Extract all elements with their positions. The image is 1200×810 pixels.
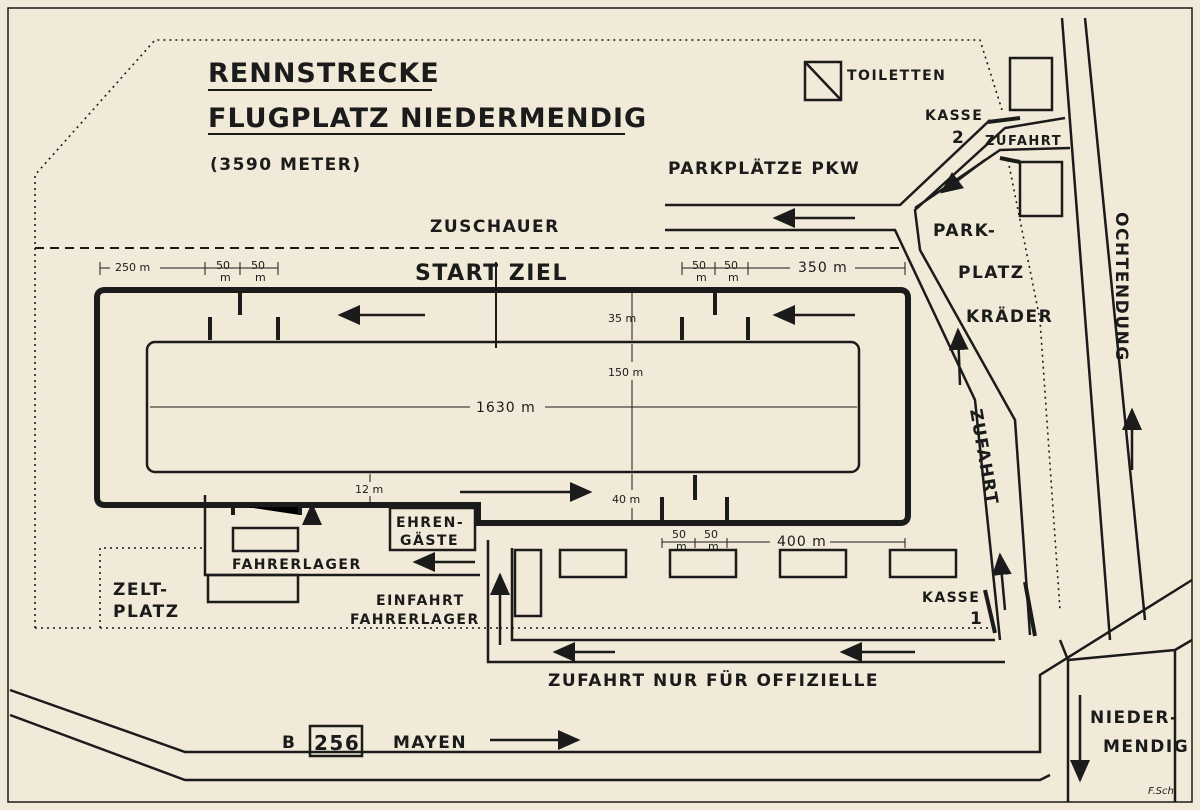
- dim-40: 40 m: [612, 493, 640, 506]
- label-park: PARK-: [933, 221, 996, 241]
- b256-sign: [308, 724, 364, 758]
- map-title-line2: FLUGPLATZ NIEDERMENDIG: [208, 103, 647, 134]
- label-kasse-1-number: 1: [970, 609, 983, 629]
- label-parkplaetze-pkw: PARKPLÄTZE PKW: [668, 157, 860, 179]
- label-zelt-platz: PLATZ: [113, 602, 180, 622]
- zufahrt-road-outer: [665, 119, 1002, 641]
- label-nieder: NIEDER-: [1090, 708, 1179, 728]
- label-zufahrt-vertical: ZUFAHRT: [965, 407, 1002, 507]
- dim-50a-unit: m: [220, 271, 231, 284]
- zufahrt-road-kasse2: [914, 146, 1071, 210]
- label-ochtendung: OCHTENDUNG: [1111, 212, 1131, 362]
- fahrerlager-area: [206, 573, 300, 604]
- stand: [668, 548, 738, 579]
- dim-50e-unit: m: [676, 540, 687, 553]
- label-road-number: 256: [314, 731, 360, 755]
- dim-50b: 50: [251, 259, 265, 272]
- label-zuschauer: ZUSCHAUER: [430, 217, 560, 237]
- dim-250: 250 m: [115, 261, 150, 274]
- dim-50d: 50: [724, 259, 738, 272]
- dim-50c: 50: [692, 259, 706, 272]
- direction-arrow: [948, 327, 969, 386]
- race-track-inner: [145, 340, 861, 474]
- dim-1630: 1630 m: [476, 400, 536, 416]
- label-kasse-2-number: 2: [952, 128, 965, 148]
- dim-50e: 50: [672, 528, 686, 541]
- stand: [778, 548, 848, 579]
- race-track-outer: [94, 287, 911, 526]
- road-ochtendung-left: [1060, 17, 1112, 641]
- dim-35: 35 m: [608, 312, 636, 325]
- label-kasse-1: KASSE: [922, 590, 980, 606]
- dim-400: 400 m: [777, 534, 827, 550]
- dim-50d-unit: m: [728, 271, 739, 284]
- access-official-top: [486, 540, 1005, 664]
- dimension-lines: [99, 262, 906, 548]
- fence-bottom: [35, 547, 995, 629]
- dim-350: 350 m: [798, 260, 848, 276]
- stand: [558, 548, 628, 579]
- label-road-prefix: B: [282, 733, 296, 753]
- road-b256-top: [9, 578, 1193, 754]
- dim-150: 150 m: [608, 366, 643, 379]
- label-fahrerlager: FAHRERLAGER: [232, 557, 362, 573]
- building-parking: [1018, 160, 1064, 218]
- label-zufahrt-top: ZUFAHRT: [985, 134, 1062, 149]
- access-road-a: [1058, 638, 1193, 662]
- signature: F.Sch.: [1148, 786, 1177, 797]
- dim-50f-unit: m: [708, 540, 719, 553]
- label-mayen: MAYEN: [393, 733, 467, 753]
- dim-50a: 50: [216, 259, 230, 272]
- label-kraeder: KRÄDER: [966, 305, 1053, 327]
- toilet-building: [803, 60, 843, 102]
- stand: [513, 548, 543, 618]
- fence-right: [1007, 159, 1061, 611]
- access-official-bottom: [510, 548, 995, 642]
- kasse-bar: [1023, 581, 1037, 637]
- label-einfahrt: EINFAHRT: [376, 593, 465, 609]
- kasse-bar: [983, 589, 997, 634]
- road-ochtendung-right: [1083, 17, 1147, 621]
- map-title-line1: RENNSTRECKE: [208, 58, 440, 89]
- label-gaeste: GÄSTE: [400, 532, 459, 549]
- label-kasse-2: KASSE: [925, 108, 983, 124]
- dim-50c-unit: m: [696, 271, 707, 284]
- fahrerlager-building: [231, 526, 300, 553]
- ehrengaeste-building: [388, 506, 477, 552]
- label-start-ziel: START ZIEL: [415, 261, 568, 286]
- stand: [888, 548, 958, 579]
- label-toiletten: TOILETTEN: [847, 68, 946, 84]
- kasse-bar: [999, 156, 1021, 164]
- pit-bar: [231, 503, 302, 515]
- label-zufahrt-offizielle: ZUFAHRT NUR FÜR OFFIZIELLE: [548, 669, 879, 691]
- outer-fence: [34, 39, 1003, 628]
- label-ehren: EHREN-: [396, 515, 464, 531]
- map-frame: [7, 7, 1193, 803]
- building-kasse-2: [1008, 56, 1054, 112]
- zufahrt-road-inner: [913, 116, 1066, 636]
- label-einfahrt-fahrerlager: FAHRERLAGER: [350, 612, 480, 628]
- kasse-bar: [987, 116, 1021, 124]
- label-zelt: ZELT-: [113, 580, 169, 600]
- direction-arrow: [991, 552, 1012, 611]
- direction-arrow: [939, 158, 986, 194]
- track-length: (3590 METER): [210, 155, 362, 175]
- dim-12: 12 m: [355, 483, 383, 496]
- label-platz: PLATZ: [958, 263, 1025, 283]
- toilet-diagonal: [804, 61, 842, 101]
- road-b256-bottom: [9, 713, 1051, 782]
- label-mendig: MENDIG: [1103, 737, 1189, 757]
- dim-50f: 50: [704, 528, 718, 541]
- dim-50b-unit: m: [255, 271, 266, 284]
